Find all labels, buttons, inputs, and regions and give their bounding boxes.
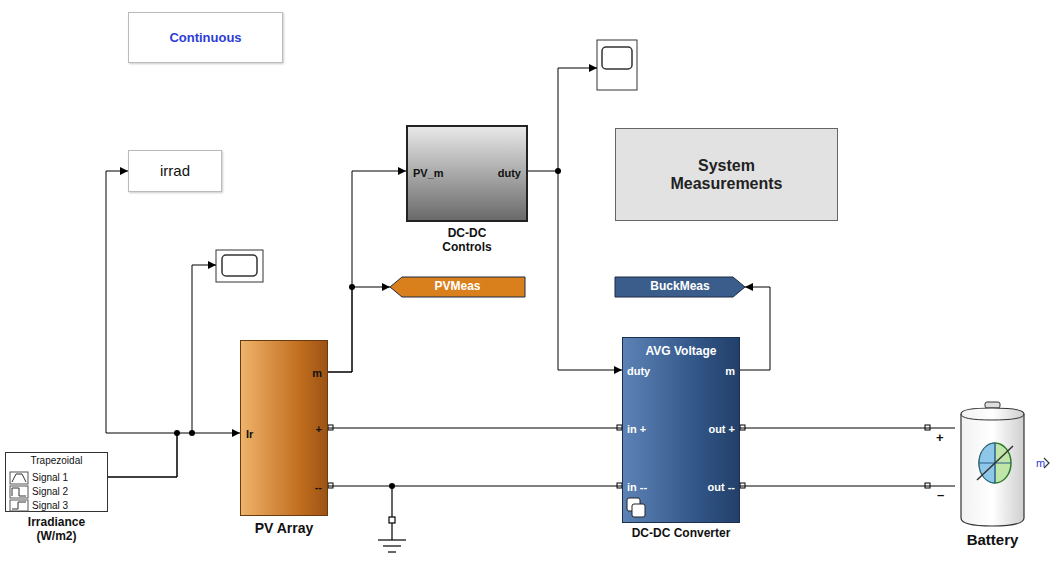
block-name: DC-DC Converter: [596, 527, 766, 541]
block-text: AVG Voltage: [646, 345, 717, 359]
signal-builder-block: TrapezoidalSignal 1Signal 2Signal 3Irrad…: [5, 452, 108, 512]
power-wire: [740, 428, 955, 429]
block-name: Battery: [948, 531, 1038, 548]
converter-block: AVG Voltagedutymin +out +in --out --DC-D…: [622, 337, 740, 523]
scope-wire: [558, 68, 597, 171]
controls-subsystem: PV_mdutyDC-DC Controls: [406, 125, 528, 222]
signal-line: [740, 287, 770, 370]
power-wire: [328, 428, 622, 429]
port-label: +: [316, 423, 322, 436]
goto-tag: irrad: [128, 150, 222, 192]
ground-symbol: [378, 486, 406, 552]
port-label: Signal 3: [32, 500, 68, 512]
port-label: out +: [708, 423, 735, 436]
goto-tag: BuckMeas: [615, 277, 745, 297]
solver-block: Continuous: [128, 12, 283, 63]
port-label: Signal 2: [32, 486, 68, 498]
block-text: PVMeas: [434, 280, 480, 294]
port-label: PV_m: [413, 167, 444, 180]
signal-line: [328, 287, 390, 372]
port-label: m: [725, 365, 735, 378]
port-label: duty: [498, 167, 521, 180]
block-text: irrad: [160, 162, 190, 179]
battery-block: mBattery: [955, 400, 1030, 528]
block-text: System Measurements: [652, 156, 802, 193]
signal-line: [328, 171, 406, 372]
battery-illustration: [955, 400, 1030, 528]
scope-block: [216, 250, 263, 282]
port-label: m: [1036, 457, 1045, 470]
port-label: --: [315, 481, 322, 494]
port-label: m: [312, 367, 322, 380]
port-label: duty: [627, 365, 650, 378]
terminal-sign: +: [936, 430, 944, 445]
terminal-sign: –: [937, 487, 944, 502]
port-label: Ir: [246, 428, 253, 441]
goto-tag: PVMeas: [390, 277, 525, 297]
port-label: in +: [627, 423, 646, 436]
port-label: Signal 1: [32, 472, 68, 484]
power-wire: [328, 486, 622, 487]
port-label: out --: [708, 481, 735, 494]
port-label: in --: [627, 481, 647, 494]
power-wire: [740, 486, 955, 487]
signal-line: [108, 433, 240, 477]
block-text: BuckMeas: [650, 280, 709, 294]
scope-wire: [192, 265, 216, 433]
block-text: Continuous: [169, 30, 241, 45]
signal-line: [528, 171, 622, 370]
signal-line: [106, 171, 177, 477]
block-name: PV Array: [224, 520, 344, 536]
output-chevrons: [78, 458, 1049, 510]
block-text: Trapezoidal: [31, 455, 83, 467]
scope-block: [597, 40, 637, 90]
block-name: Irradiance (W/m2): [19, 516, 95, 544]
pv-array-block: Irm+--PV Array: [240, 340, 328, 516]
measurements-subsystem: System Measurements: [615, 128, 838, 221]
block-name: DC-DC Controls: [422, 227, 512, 255]
